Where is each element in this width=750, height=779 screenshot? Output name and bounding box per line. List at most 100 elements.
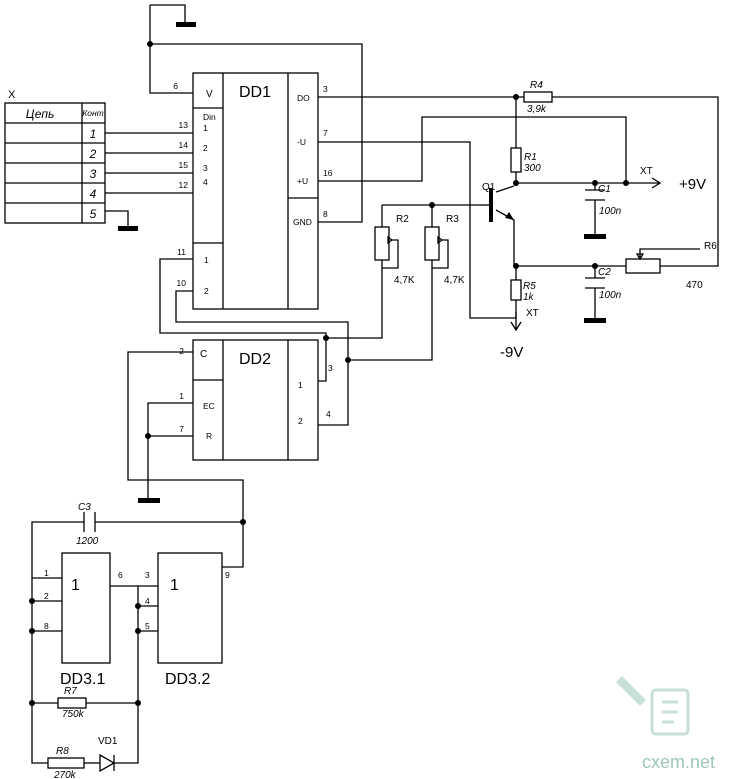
- wires: [31, 4, 719, 764]
- resistor-r3: R3 4,7K: [424, 214, 465, 286]
- r4-name: R4: [530, 80, 543, 91]
- r3-name: R3: [446, 214, 459, 225]
- dd3-1-symbol: 1: [71, 577, 80, 594]
- connector-contact-5: 5: [90, 207, 97, 221]
- connector-contact-4: 4: [90, 187, 97, 201]
- connector-col-circuit: Цепь: [26, 107, 55, 121]
- dd1-pin-label: 2: [203, 143, 208, 153]
- ground-top: [176, 22, 196, 27]
- dd2-body: [192, 339, 319, 461]
- dd1-pin-label: 2: [204, 286, 209, 296]
- dd2-pin-num: 3: [328, 363, 333, 373]
- dd3-2-pin: 3: [145, 570, 150, 580]
- dd1-pin-label: 3: [203, 163, 208, 173]
- chip-dd1: DD1 6 13 14 15 12 11 10 V Din 1 2 3 4 1 …: [173, 72, 333, 310]
- dd3-2-pin: 9: [225, 570, 230, 580]
- dd1-pin-num: 15: [179, 160, 189, 170]
- r2-value: 4,7K: [394, 275, 415, 286]
- ground-connector: [118, 226, 138, 231]
- dd2-pin-label: 2: [298, 416, 303, 426]
- dd1-pin-label: +U: [297, 176, 308, 186]
- r1-name: R1: [524, 152, 537, 163]
- dd3-2-pin: 4: [145, 596, 150, 606]
- dd3-1-name: DD3.1: [60, 671, 105, 688]
- r6-value: 470: [686, 280, 703, 291]
- resistor-r8: R8 270k: [47, 746, 85, 779]
- r8-value: 270k: [53, 770, 77, 779]
- dd1-pin-num: 7: [323, 128, 328, 138]
- dd3-2-symbol: 1: [170, 577, 179, 594]
- q1-name: Q1: [482, 182, 496, 193]
- resistor-r1: R1 300: [510, 147, 541, 174]
- junction-dots: [29, 41, 629, 706]
- dd2-pin-label: 1: [298, 380, 303, 390]
- dd2-pin-num: 2: [179, 346, 184, 356]
- capacitor-c2: C2 100n: [585, 267, 622, 301]
- connector-contact-1: 1: [90, 127, 97, 141]
- dd1-pin-label: 4: [203, 177, 208, 187]
- r5-name: R5: [523, 281, 536, 292]
- capacitor-c3: C3 1200: [76, 502, 99, 547]
- r5-value: 1k: [523, 292, 535, 303]
- xt-minus-voltage: -9V: [500, 344, 523, 361]
- r4-value: 3,9k: [527, 104, 547, 115]
- r6-name: R6: [704, 241, 717, 252]
- dd1-pin-num: 6: [173, 81, 178, 91]
- terminal-minus-9v: XT -9V: [500, 308, 539, 361]
- resistor-r4: R4 3,9k: [523, 80, 553, 115]
- r7-value: 750k: [62, 709, 85, 720]
- r8-name: R8: [56, 746, 69, 757]
- c2-value: 100n: [599, 290, 622, 301]
- dd3-2-body: [157, 552, 223, 664]
- dd1-pin-num: 10: [177, 278, 187, 288]
- dd1-pin-num: 11: [177, 247, 186, 257]
- terminal-plus-9v: XT +9V: [640, 166, 706, 193]
- ground-symbols: [118, 22, 606, 503]
- chip-dd3-2: 1 DD3.2 3 4 5 9: [145, 552, 230, 688]
- chip-dd2: DD2 2 1 7 C EC R 3 4 1 2: [179, 339, 333, 461]
- xt-plus-voltage: +9V: [679, 176, 706, 193]
- dd2-pin-num: 7: [179, 424, 184, 434]
- dd3-1-pin: 6: [118, 570, 123, 580]
- dd1-pin-num: 8: [323, 209, 328, 219]
- dd1-pin-label: DO: [297, 93, 310, 103]
- resistor-r6: R6 470: [625, 241, 717, 291]
- connector-contact-3: 3: [90, 167, 97, 181]
- dd3-1-pin: 1: [44, 568, 49, 578]
- connector-col-contact: Конт: [82, 108, 104, 118]
- watermark-text: cxem.net: [642, 752, 715, 772]
- dd1-body: [192, 72, 319, 310]
- dd2-pin-label: C: [200, 349, 207, 360]
- xt-plus-name: XT: [640, 166, 653, 177]
- dd1-pin-num: 16: [323, 168, 333, 178]
- dd1-pin-num: 13: [179, 120, 189, 130]
- dd1-pin-label: GND: [293, 217, 312, 227]
- diode-vd1: VD1: [98, 736, 118, 773]
- resistor-r2: R2 4,7K: [374, 214, 415, 286]
- dd1-pin-label: 1: [204, 255, 209, 265]
- r7-name: R7: [64, 686, 77, 697]
- dd1-pin-label: -U: [297, 137, 306, 147]
- transistor-q1: Q1: [482, 182, 514, 222]
- chip-dd3-1: 1 DD3.1 1 2 8 6: [44, 552, 123, 688]
- dd2-pin-label: R: [206, 431, 212, 441]
- dd3-2-name: DD3.2: [165, 671, 210, 688]
- c3-name: C3: [78, 502, 91, 513]
- capacitor-c1: C1 100n: [585, 184, 622, 217]
- resistor-r7: R7 750k: [57, 686, 87, 720]
- dd2-pin-num: 1: [179, 391, 184, 401]
- dd3-1-pin: 2: [44, 591, 49, 601]
- r1-value: 300: [524, 163, 541, 174]
- c3-value: 1200: [76, 536, 99, 547]
- dd1-name: DD1: [239, 84, 271, 101]
- resistor-r5: R5 1k: [510, 279, 536, 303]
- ground-c1: [584, 234, 606, 239]
- watermark-logo-icon: [616, 676, 690, 736]
- c1-value: 100n: [599, 206, 622, 217]
- dd2-pin-num: 4: [326, 409, 331, 419]
- vd1-name: VD1: [98, 736, 118, 747]
- dd3-2-pin: 5: [145, 621, 150, 631]
- dd2-name: DD2: [239, 351, 271, 368]
- dd1-pin-label: Din: [203, 112, 216, 122]
